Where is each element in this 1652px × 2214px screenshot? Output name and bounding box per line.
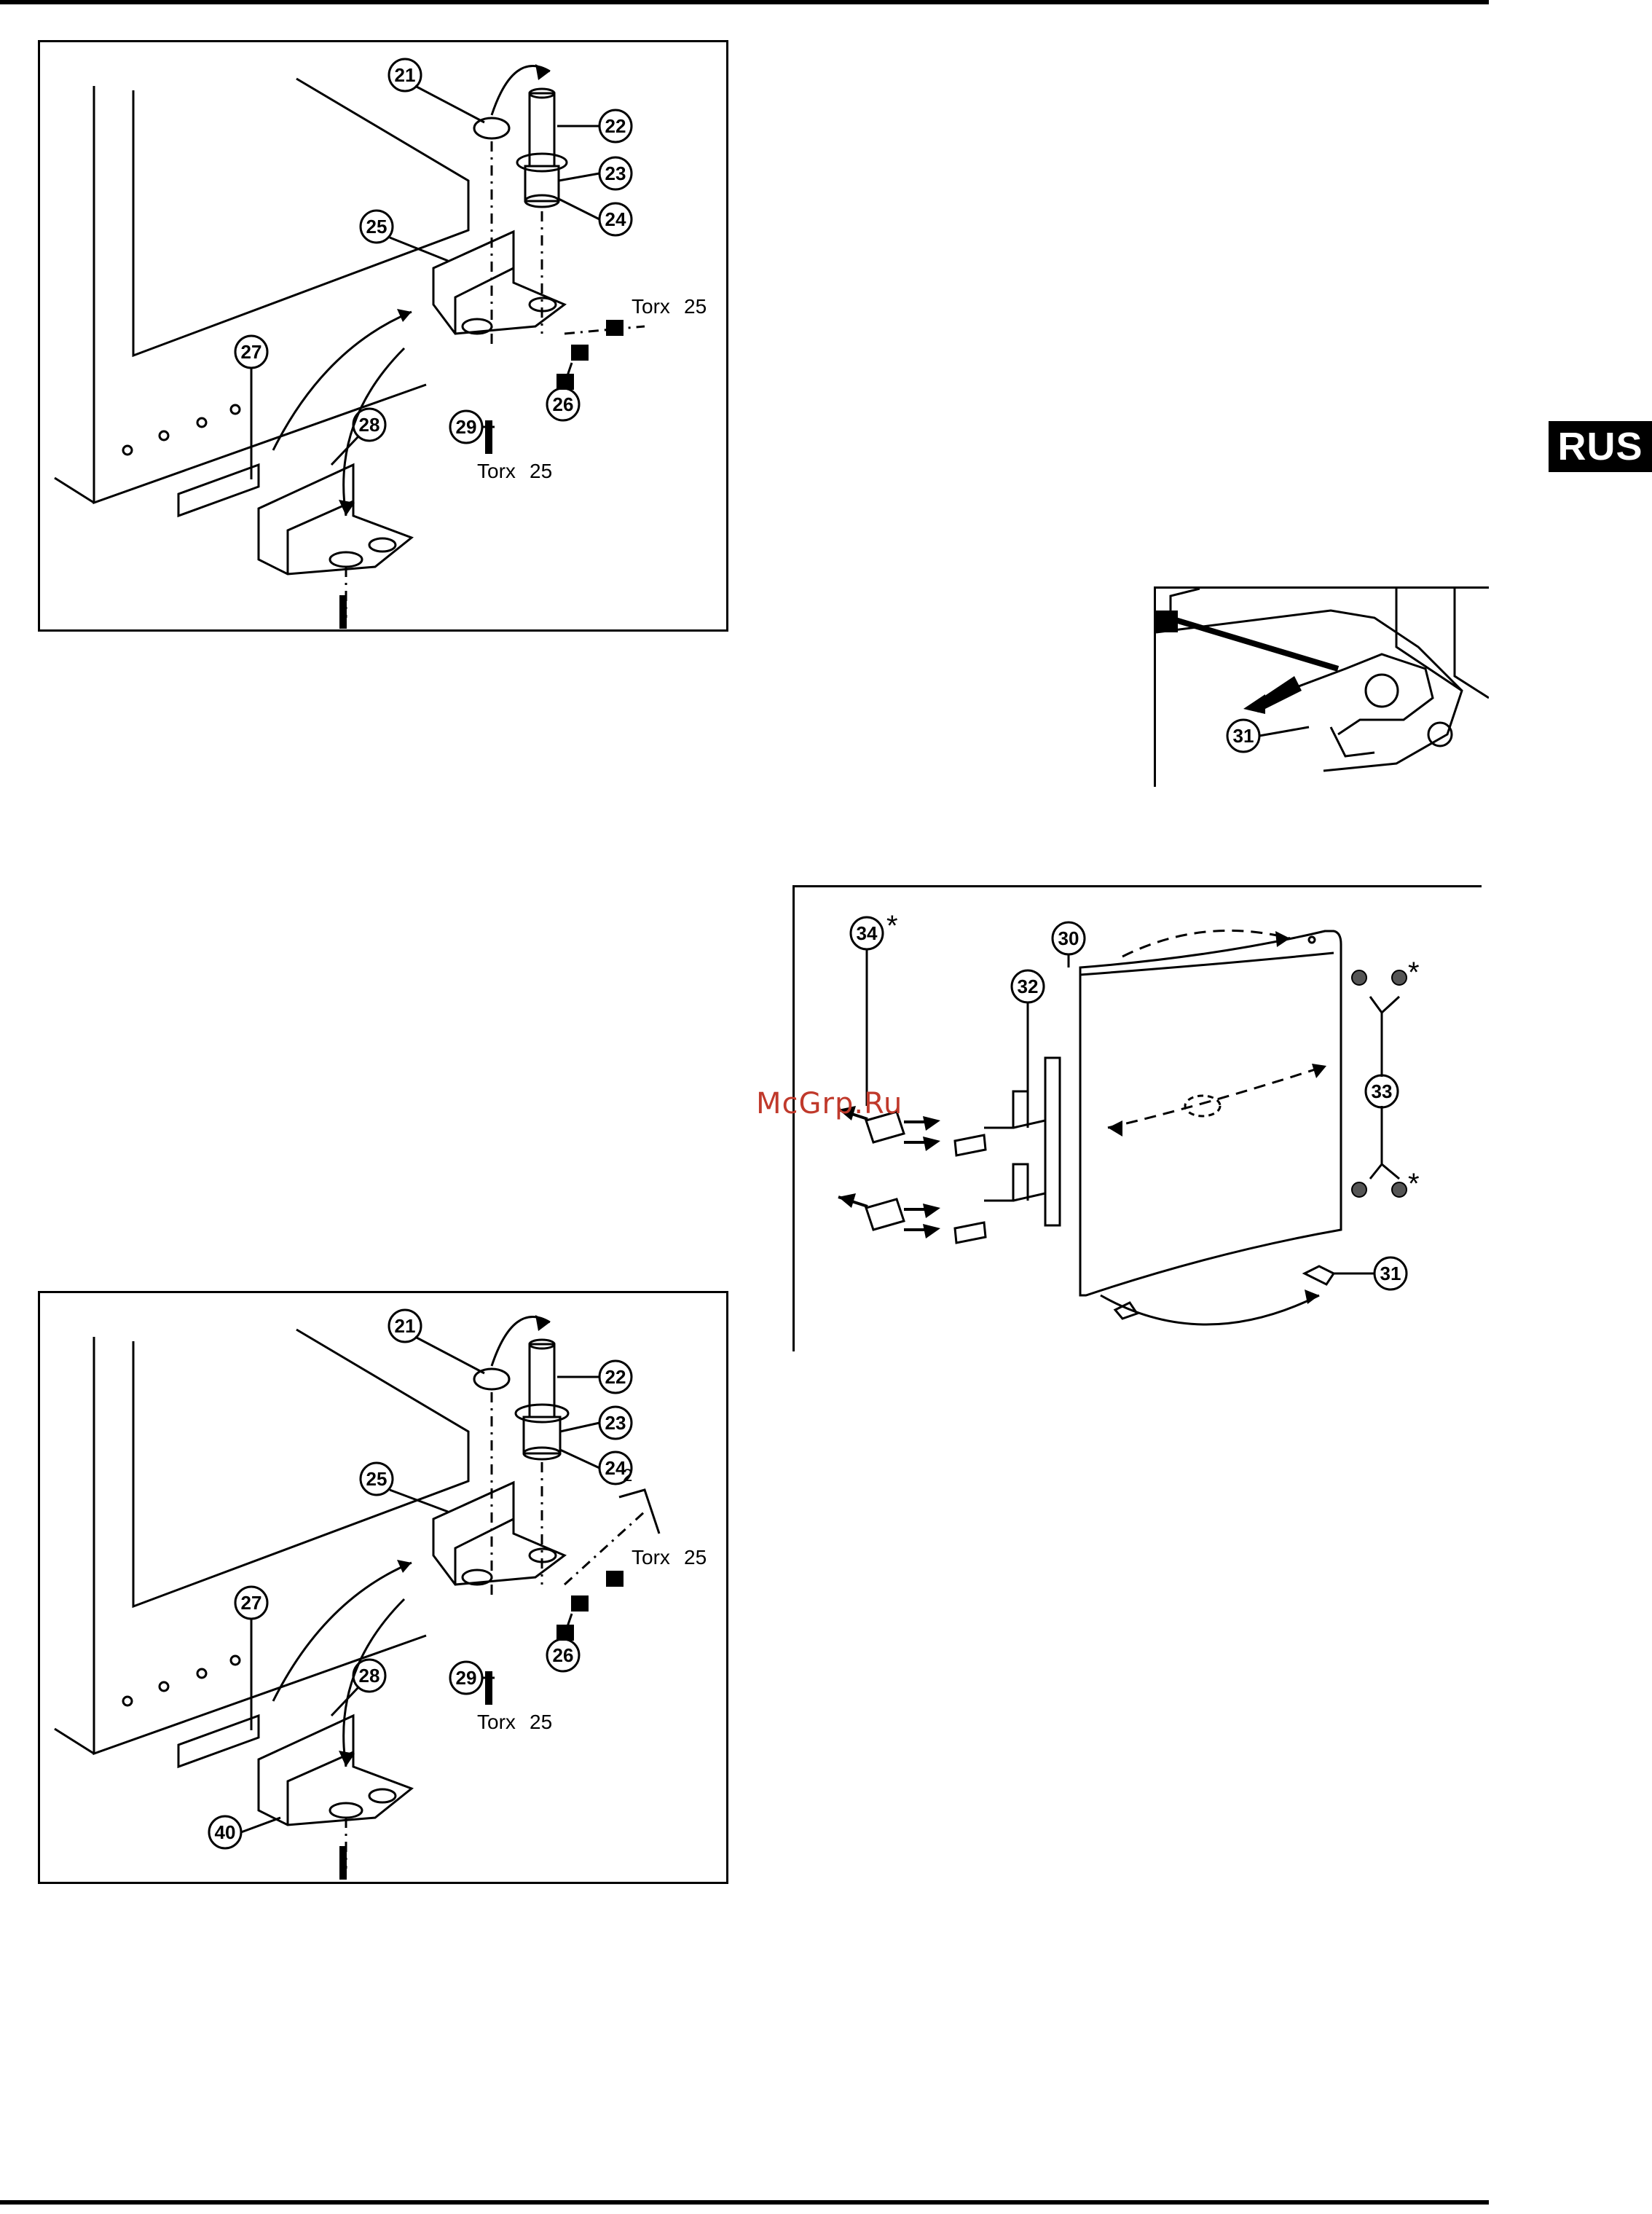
- callout-26: 26: [553, 393, 574, 415]
- callout-21: 21: [395, 64, 416, 86]
- callout-22: 22: [605, 115, 626, 137]
- callout-31-small: 31: [1233, 725, 1254, 747]
- callout-25: 25: [366, 1468, 388, 1490]
- hinge-diagram-bottom: 21 22 23 24 25 26 27 28 29 40 Torx 25 To…: [38, 1291, 728, 1884]
- callout-23: 23: [605, 1412, 626, 1434]
- callout-33: 33: [1372, 1080, 1393, 1102]
- callout-29: 29: [456, 416, 477, 438]
- language-tab: RUS: [1549, 421, 1652, 472]
- hinge-diagram-top-drawing: 21 22 23 24 25 26 27 28 29 Torx 25 Torx …: [40, 42, 731, 634]
- callout-26: 26: [553, 1644, 574, 1666]
- callout-23: 23: [605, 162, 626, 184]
- hinge-detail-small: 31: [1154, 586, 1489, 787]
- hinge-diagram-top: 21 22 23 24 25 26 27 28 29 Torx 25 Torx …: [38, 40, 728, 632]
- torx-size-2: 25: [530, 460, 552, 482]
- callout-29: 29: [456, 1667, 477, 1689]
- callout-40: 40: [215, 1821, 236, 1843]
- bottom-rule: [0, 2200, 1489, 2205]
- torx-size-1: 25: [684, 295, 707, 318]
- torx-size-2: 25: [530, 1711, 552, 1733]
- torx-label-2: Torx: [477, 1711, 516, 1733]
- hinge-diagram-bottom-drawing: 21 22 23 24 25 26 27 28 29 40 Torx 25 To…: [40, 1293, 731, 1886]
- asterisk-33-top: *: [1408, 957, 1420, 989]
- callout-28: 28: [359, 1665, 380, 1687]
- count-label: 2: [623, 1466, 632, 1485]
- callout-24: 24: [605, 208, 626, 230]
- callout-32: 32: [1018, 976, 1039, 997]
- callout-21: 21: [395, 1315, 416, 1337]
- callout-25: 25: [366, 216, 388, 238]
- torx-size-1: 25: [684, 1546, 707, 1569]
- torx-label-1: Torx: [632, 1546, 670, 1569]
- asterisk-34: *: [886, 910, 898, 942]
- callout-27: 27: [241, 1592, 262, 1614]
- torx-label-1: Torx: [632, 295, 670, 318]
- asterisk-33-bottom: *: [1408, 1168, 1420, 1200]
- callout-28: 28: [359, 414, 380, 436]
- callout-27: 27: [241, 341, 262, 363]
- top-rule: [0, 0, 1489, 4]
- callout-30: 30: [1058, 927, 1079, 949]
- callout-31: 31: [1380, 1263, 1401, 1284]
- callout-34: 34: [857, 922, 878, 944]
- watermark: McGrp.Ru: [756, 1087, 902, 1120]
- hinge-detail-small-drawing: 31: [1156, 589, 1489, 787]
- callout-22: 22: [605, 1366, 626, 1388]
- torx-label-2: Torx: [477, 460, 516, 482]
